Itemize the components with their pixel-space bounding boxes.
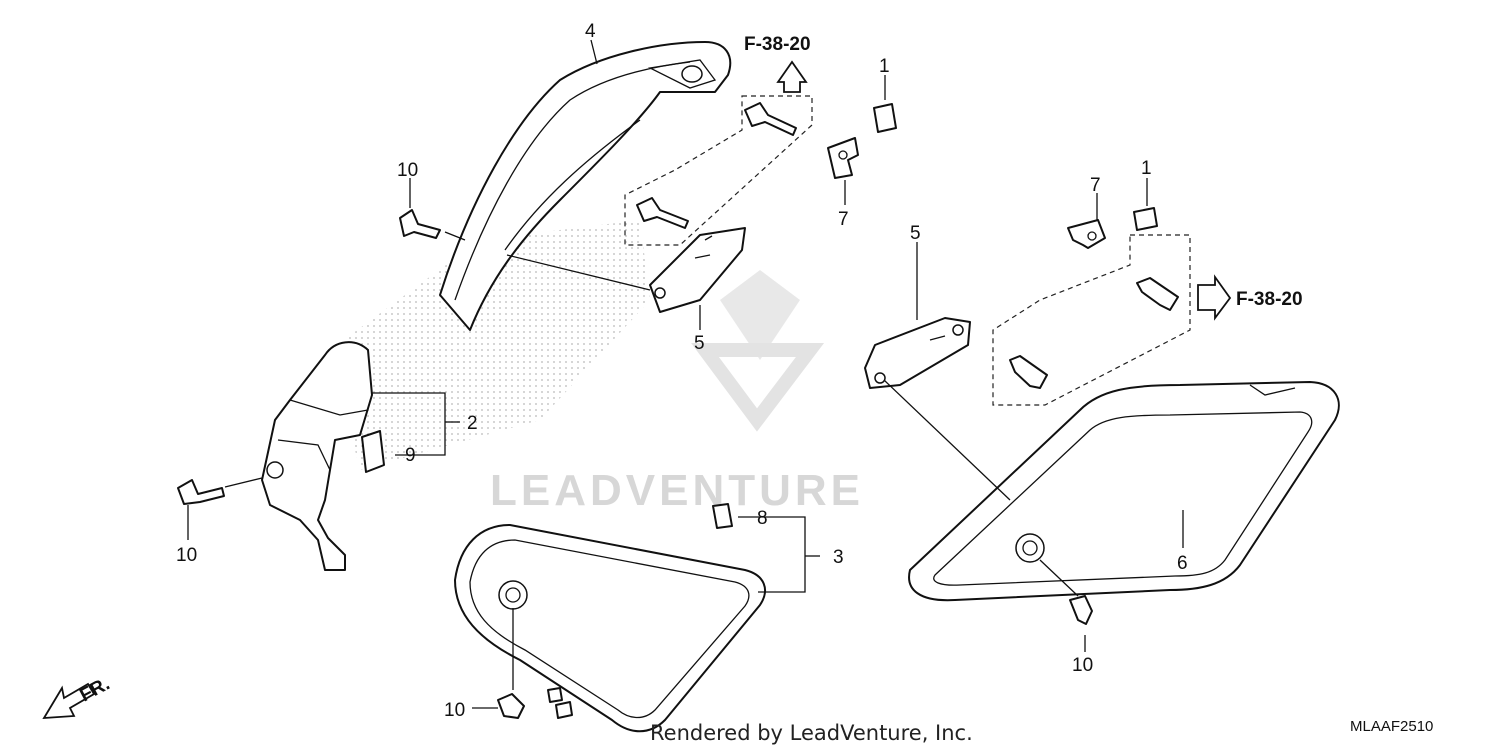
- arrow-up-icon: [776, 60, 808, 93]
- watermark-dot-shadow: [330, 220, 650, 470]
- part-1-grommet-right: [1133, 207, 1158, 231]
- callout-2: 2: [467, 413, 478, 434]
- part-7-clip-right: [1067, 219, 1106, 249]
- leader-lines: [187, 39, 1184, 709]
- part-1-grommet-top: [873, 103, 897, 133]
- callout-8: 8: [757, 508, 768, 529]
- callout-9: 9: [405, 445, 416, 466]
- callout-6: 6: [1177, 553, 1188, 574]
- watermark: LEADVENTURE: [330, 220, 864, 515]
- arrow-right-icon: [1197, 274, 1232, 321]
- callout-5-right: 5: [910, 223, 921, 244]
- callout-7-top: 7: [838, 209, 849, 230]
- callout-10-right: 10: [1072, 655, 1093, 676]
- part-6-side-cover: [908, 381, 1340, 602]
- reference-top: F-38-20: [744, 34, 811, 55]
- part-2-front-cover: [261, 341, 373, 571]
- footer-credit: Rendered by LeadVenture, Inc.: [650, 721, 973, 745]
- dashed-group-top: [624, 95, 813, 246]
- part-5-bracket-right: [864, 317, 971, 389]
- part-7-clip-top: [827, 137, 859, 179]
- diagram-code: MLAAF2510: [1350, 718, 1433, 735]
- callout-1-right: 1: [1141, 158, 1152, 179]
- part-8-clip: [712, 503, 733, 529]
- watermark-text: LEADVENTURE: [490, 466, 864, 515]
- part-4-shroud: [439, 41, 732, 331]
- callout-7-right: 7: [1090, 175, 1101, 196]
- dashed-group-right: [992, 234, 1191, 406]
- part-3-side-cover: [454, 524, 766, 733]
- reference-right: F-38-20: [1236, 289, 1303, 310]
- watermark-flame-icon: [720, 270, 800, 360]
- front-arrow-icon: [42, 682, 96, 720]
- callout-10-bottom: 10: [444, 700, 465, 721]
- callout-10-front: 10: [176, 545, 197, 566]
- part-5-bracket-left: [649, 227, 746, 313]
- callout-1-top: 1: [879, 56, 890, 77]
- bolts: [177, 102, 1179, 719]
- part-9-clip: [361, 430, 385, 473]
- watermark-v-icon: [691, 343, 825, 432]
- callout-3: 3: [833, 547, 844, 568]
- callout-4: 4: [585, 21, 596, 42]
- callout-5-left: 5: [694, 333, 705, 354]
- callout-10-shroud: 10: [397, 160, 418, 181]
